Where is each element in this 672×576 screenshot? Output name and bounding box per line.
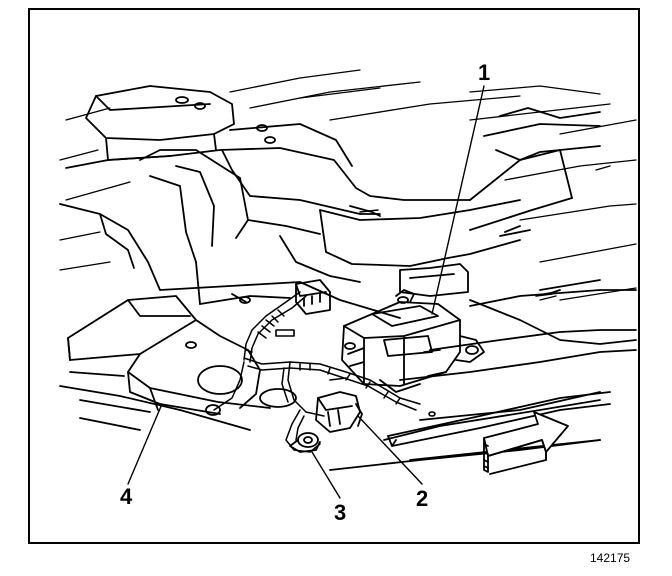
- callout-4: 4: [120, 484, 133, 509]
- inflatable-restraint-sensing-module: [342, 290, 484, 392]
- floor-contour-lines: [60, 70, 636, 300]
- harness-connector-upper: [296, 280, 330, 314]
- left-rear-bracket: [60, 296, 296, 430]
- module-harness-connector: [316, 392, 362, 432]
- ground-terminal: [290, 433, 320, 452]
- figure-number: 142175: [590, 551, 631, 565]
- forward-arrow-icon: [484, 412, 568, 474]
- callout-2: 2: [416, 486, 429, 511]
- floor-slots: [360, 166, 610, 300]
- floor-tunnel: [60, 108, 600, 296]
- callout-1: 1: [478, 60, 491, 85]
- right-floor-ridge: [388, 290, 636, 446]
- lower-floor-pan: [160, 262, 636, 470]
- callout-leader-lines: [128, 86, 484, 498]
- wiring-harness: [214, 292, 420, 452]
- callout-3: 3: [334, 500, 347, 525]
